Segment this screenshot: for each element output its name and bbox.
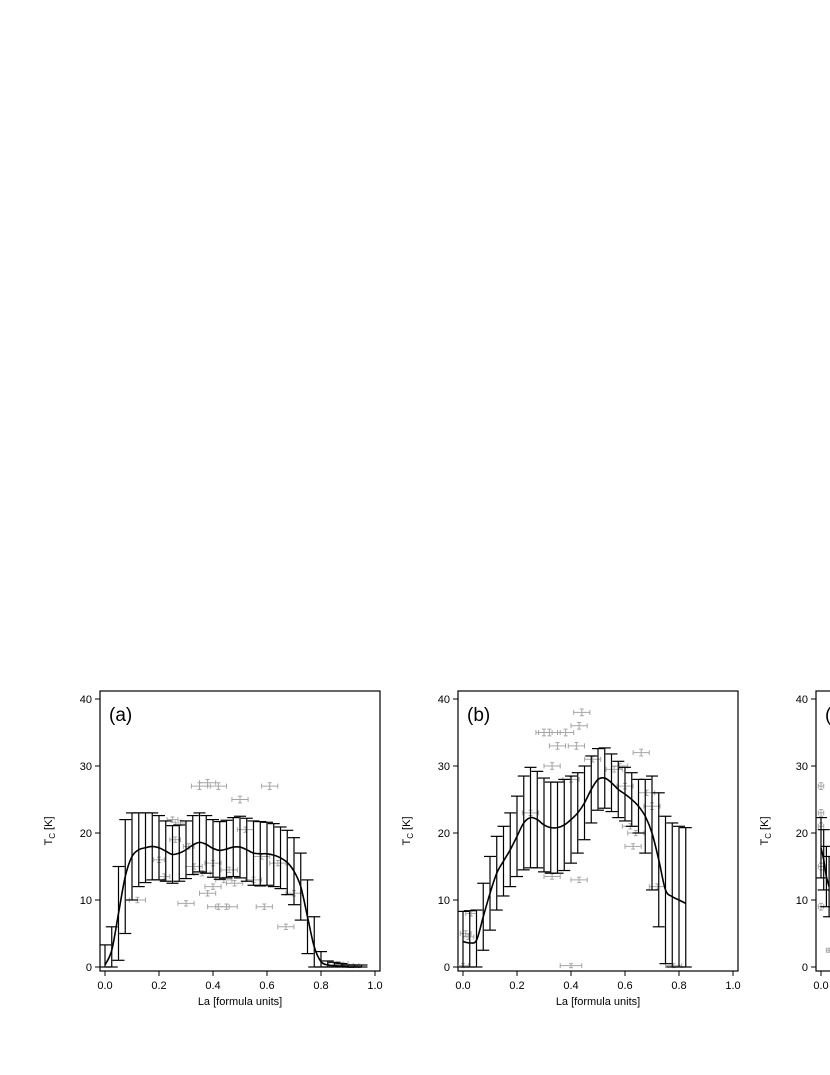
fit-curve [820,847,830,887]
y-tick-label: 0 [86,962,92,974]
measurement-point [199,778,217,787]
y-tick-label: 30 [796,761,808,773]
measurement-point [220,866,238,874]
panel-label: (a) [109,705,132,726]
plot-data [100,778,368,969]
measurement-point [269,859,287,867]
y-axis-label: TC [K] [759,816,773,845]
y-axis-label-subscript: C [406,833,415,839]
measurement-point [459,930,472,937]
measurement-point [605,766,623,773]
x-tick-label: 0.0 [97,980,112,992]
y-axis-label: TC [K] [43,816,57,845]
measurement-point [535,728,553,737]
plot-frame [457,690,739,972]
x-tick-label: 1.0 [367,980,382,992]
measurement-point [204,883,222,890]
y-axis-label-subscript: C [764,833,773,839]
y-axis-label-unit: [K] [43,816,55,833]
measurement-point [199,890,217,897]
fit-error-bar [679,827,692,968]
measurement-point [624,843,642,850]
y-tick-label: 10 [796,895,808,907]
y-axis-label-main: T [401,839,413,846]
plot-frame [815,690,830,972]
measurement-point [559,963,583,969]
y-tick-label: 10 [438,895,450,907]
measurement-point [277,923,295,930]
panel-label: (b) [467,705,490,726]
y-tick-label: 30 [438,761,450,773]
measurement-point [543,762,561,770]
measurement-point [817,782,825,790]
plot-data [816,782,830,953]
fit-curve [104,841,362,968]
panel-a: 0 10 20 30 40 0.0 0.2 0.4 0.6 0.8 1.0 La [formula u… [43,690,383,1008]
y-tick-label: 0 [444,962,450,974]
measurement-point [231,795,249,804]
x-tick-label: 0.0 [813,980,828,992]
y-tick-label: 40 [796,694,808,706]
y-tick-label: 30 [80,761,92,773]
panel-label: ( [825,705,830,726]
y-axis-label-unit: [K] [759,816,771,833]
panel-b: 0 10 20 30 40 0.0 0.2 0.4 0.6 0.8 1.0 La [formula u… [401,690,741,1008]
y-axis-label-subscript: C [48,833,57,839]
measurement-point [570,721,588,730]
measurement-point [255,903,273,910]
x-tick-label: 0.0 [455,980,470,992]
measurement-point [543,873,561,880]
x-tick-label: 0.6 [617,980,632,992]
x-tick-label: 0.2 [151,980,166,992]
y-tick-label: 0 [802,962,808,974]
y-tick-label: 20 [438,828,450,840]
x-tick-label: 0.4 [205,980,220,992]
measurement-point [548,742,567,750]
x-tick-label: 1.0 [725,980,740,992]
measurement-point [570,876,588,884]
plot-data [458,708,692,969]
y-axis-label-main: T [43,839,55,846]
panel-c-partial: 0 10 20 30 40 0.0 TC [K] ( [759,690,830,992]
x-tick-label: 0.4 [563,980,578,992]
y-axis-label-unit: [K] [401,816,413,833]
measurement-point [215,903,238,910]
measurement-point [166,816,179,823]
measurement-point [817,809,825,817]
x-axis-label: La [formula units] [198,996,282,1008]
y-tick-label: 40 [438,694,450,706]
y-tick-label: 20 [796,828,808,840]
fit-curve [462,776,687,944]
y-tick-label: 20 [80,828,92,840]
measurement-point [825,947,830,953]
x-tick-label: 0.8 [671,980,686,992]
measurement-point [209,782,227,790]
x-tick-label: 0.8 [313,980,328,992]
y-axis-label-main: T [759,839,771,846]
y-tick-label: 40 [80,694,92,706]
y-axis-label: TC [K] [401,816,415,845]
plot-frame [99,690,381,972]
measurement-point [567,742,585,750]
measurement-point [632,748,650,757]
x-axis-label: La [formula units] [556,996,640,1008]
measurement-point [177,900,195,907]
x-tick-label: 0.2 [509,980,524,992]
measurement-point [573,708,591,717]
measurement-point [261,782,279,790]
measurement-point [557,728,575,737]
x-tick-label: 0.6 [259,980,274,992]
y-tick-label: 10 [80,895,92,907]
